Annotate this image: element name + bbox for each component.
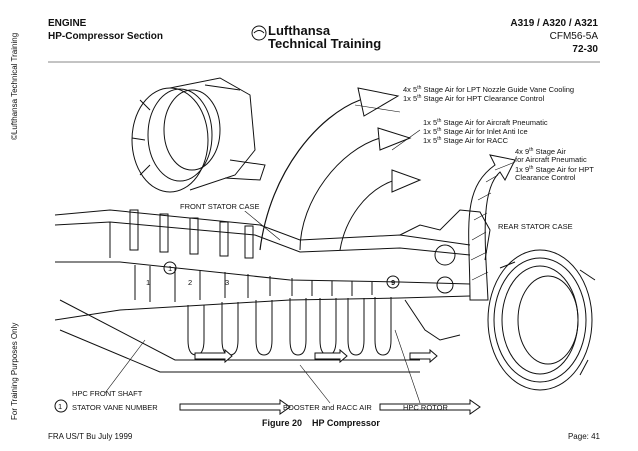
ninth-stage-arrow bbox=[468, 154, 516, 301]
page-number: Page: 41 bbox=[567, 432, 600, 441]
stage-2: 2 bbox=[188, 278, 193, 287]
stator-vane-marker-9 bbox=[386, 275, 400, 289]
stage-3: 3 bbox=[225, 278, 230, 287]
rotor-disks bbox=[187, 297, 392, 356]
stator-flanges bbox=[129, 209, 254, 259]
arrow-head-3 bbox=[391, 169, 422, 193]
stage-1: 1 bbox=[146, 278, 151, 287]
callout-anti-ice: 1x 5th Stage Air for Inlet Anti Ice bbox=[423, 127, 528, 136]
legend-circle-number: 1 bbox=[58, 402, 63, 411]
label-booster-racc: BOOSTER and RACC AIR bbox=[283, 403, 372, 412]
page-title: HP-Compressor Section bbox=[48, 31, 164, 42]
rear-stator-ring bbox=[487, 249, 596, 391]
label-front-stator: FRONT STATOR CASE bbox=[180, 202, 260, 211]
footer-left: FRA US/T Bu July 1999 bbox=[48, 432, 133, 441]
figure-title: HP Compressor bbox=[312, 418, 380, 428]
arrow-head-2 bbox=[377, 127, 412, 151]
callout-hpt-clearance: 1x 5th Stage Air for HPT Clearance Contr… bbox=[403, 94, 545, 103]
crane-icon bbox=[251, 25, 267, 41]
figure-number: Figure 20 bbox=[262, 418, 303, 428]
legend-marker bbox=[54, 399, 68, 413]
label-hpc-rotor: HPC ROTOR bbox=[403, 403, 448, 412]
figure-caption: Figure 20 HP Compressor bbox=[262, 418, 380, 428]
logo-line1: Lufthansa bbox=[268, 23, 331, 38]
rear-case-detail bbox=[399, 209, 491, 341]
vane-circle-1: 1 bbox=[168, 264, 173, 273]
label-rear-stator: REAR STATOR CASE bbox=[498, 222, 573, 231]
header-left: ENGINE HP-Compressor Section bbox=[48, 17, 163, 43]
callout-9th-c: 1x 9th Stage Air for HPT bbox=[515, 165, 594, 174]
header-right: A319 / A320 / A321 CFM56-5A 72-30 bbox=[510, 17, 598, 56]
callout-lpt: 4x 5th Stage Air for LPT Nozzle Guide Va… bbox=[403, 85, 575, 94]
callout-pneumatic-5: 1x 5th Stage Air for Aircraft Pneumatic bbox=[423, 118, 548, 127]
rotor-blades bbox=[134, 265, 373, 302]
label-front-shaft: HPC FRONT SHAFT bbox=[72, 389, 143, 398]
callout-racc: 1x 5th Stage Air for RACC bbox=[423, 136, 509, 145]
ata-chapter: 72-30 bbox=[572, 44, 598, 55]
vane-circle-9: 9 bbox=[391, 278, 396, 287]
cutaway-compressor bbox=[131, 77, 266, 193]
lufthansa-logo: Lufthansa Technical Training bbox=[268, 24, 381, 50]
section-title: ENGINE bbox=[48, 18, 87, 29]
callout-9th-b: for Aircraft Pneumatic bbox=[515, 155, 587, 164]
aircraft-types: A319 / A320 / A321 bbox=[510, 18, 598, 29]
callout-9th-d: Clearance Control bbox=[515, 173, 576, 182]
callout-9th-a: 4x 9th Stage Air bbox=[515, 147, 566, 156]
label-stator-vane-number: STATOR VANE NUMBER bbox=[72, 403, 158, 412]
flow-arrows bbox=[179, 348, 481, 415]
arrow-head-1 bbox=[357, 87, 400, 117]
logo-line2: Technical Training bbox=[268, 36, 382, 51]
engine-type: CFM56-5A bbox=[549, 31, 598, 42]
stator-vane-marker-1 bbox=[163, 261, 177, 275]
